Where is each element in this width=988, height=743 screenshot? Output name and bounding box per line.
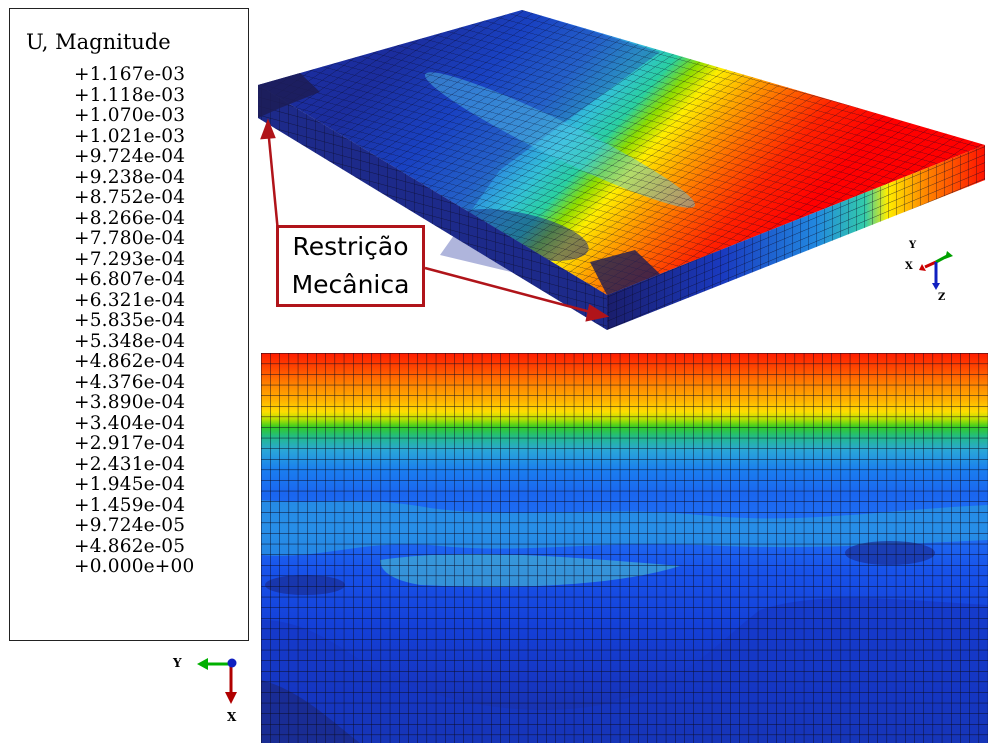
legend-value: +9.238e-04 — [74, 166, 186, 188]
legend-value: +1.167e-03 — [74, 64, 186, 85]
callout-line-1: Restrição — [292, 232, 409, 261]
top-view-contour-map — [261, 353, 988, 743]
callout-line-2: Mecânica — [291, 270, 410, 299]
iso-top-mesh — [258, 10, 985, 295]
map-mesh — [261, 353, 988, 743]
legend-value: +6.807e-04 — [74, 269, 186, 290]
legend-value: +9.724e-04 — [74, 146, 186, 167]
triad-top-y-label: Y — [173, 656, 182, 670]
triad-iso-z-label: Z — [938, 292, 946, 303]
legend-value: +9.724e-05 — [74, 515, 186, 536]
legend-panel — [9, 8, 249, 641]
legend-value: +5.835e-04 — [74, 310, 186, 331]
constraint-corner-back — [258, 73, 320, 118]
legend-value: +1.459e-04 — [74, 494, 186, 516]
legend-value: +2.917e-04 — [74, 433, 186, 454]
legend-value: +1.021e-03 — [74, 125, 186, 147]
legend-value: +4.862e-05 — [74, 535, 186, 557]
triad-iso — [919, 251, 953, 290]
triad-iso-x-label: X — [905, 261, 913, 272]
triad-top-view — [197, 658, 237, 704]
legend-value: +0.000e+00 — [74, 556, 195, 577]
triad-iso-y-label: Y — [909, 240, 917, 251]
legend-value: +5.348e-04 — [74, 330, 186, 352]
legend-value: +8.266e-04 — [74, 207, 186, 229]
legend-value: +1.118e-03 — [74, 84, 186, 106]
legend-value: +3.890e-04 — [74, 392, 186, 413]
legend-value: +4.862e-04 — [74, 351, 186, 372]
iso-front-mesh — [607, 145, 985, 330]
callout-box: Restrição Mecânica — [276, 225, 425, 307]
legend-value: +1.945e-04 — [74, 474, 186, 495]
constraint-corner-front — [590, 250, 660, 295]
legend-value: +2.431e-04 — [74, 453, 186, 475]
legend-value: +3.404e-04 — [74, 412, 186, 434]
legend-value: +7.780e-04 — [74, 228, 186, 249]
iso-left-mesh — [258, 85, 607, 330]
legend-value: +6.321e-04 — [74, 289, 186, 311]
legend-value: +7.293e-04 — [74, 248, 186, 270]
triad-top-x-label: X — [227, 710, 237, 724]
legend-value: +4.376e-04 — [74, 371, 186, 393]
legend-value: +8.752e-04 — [74, 187, 186, 208]
legend-title: U, Magnitude — [26, 30, 171, 54]
callout-arrows — [260, 118, 610, 322]
legend-value: +1.070e-03 — [74, 105, 186, 126]
